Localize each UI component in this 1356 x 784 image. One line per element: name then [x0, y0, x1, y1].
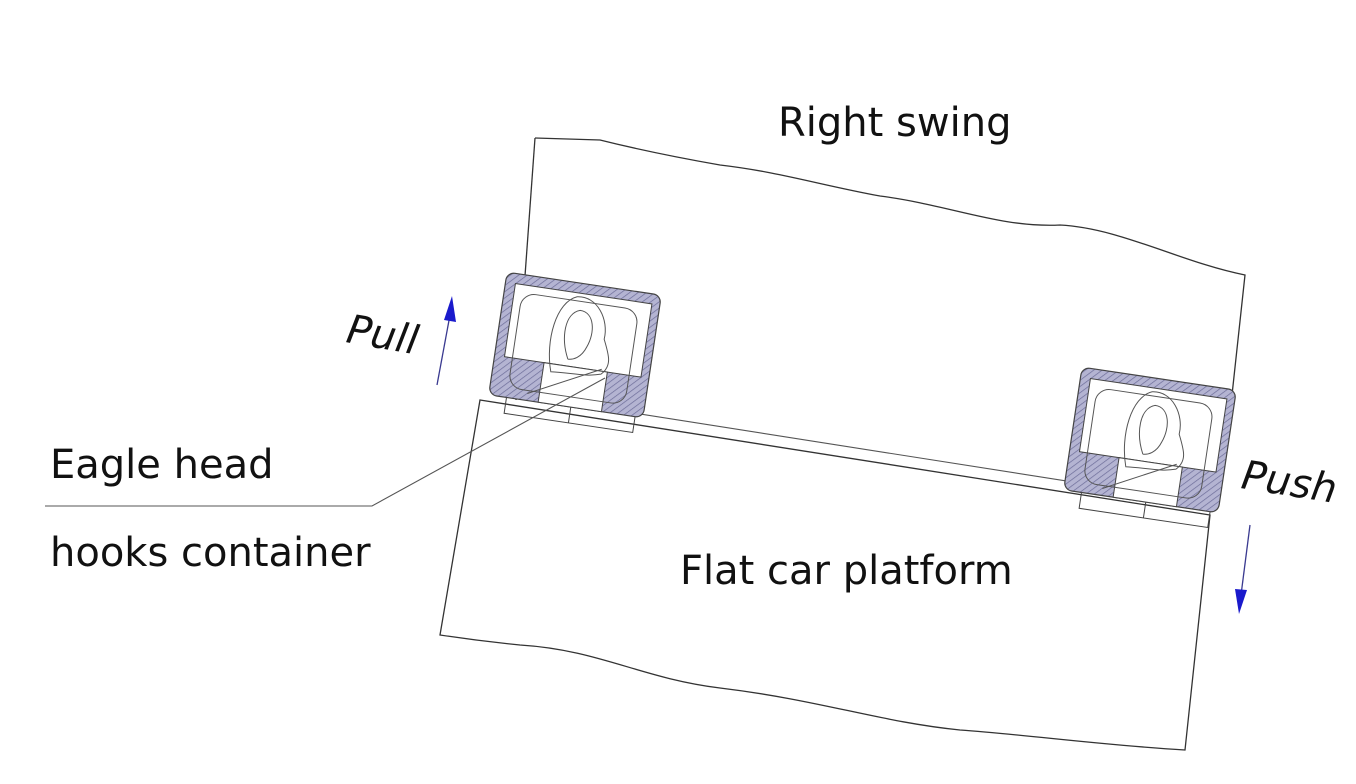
label-pull: Pull: [343, 307, 422, 365]
right-eagle-head-hook: [1060, 366, 1237, 530]
leader-line: [45, 377, 606, 507]
label-eagle-head: Eagle head: [50, 442, 273, 488]
label-flat-car-platform: Flat car platform: [680, 548, 1013, 594]
left-eagle-head-hook: [485, 271, 662, 435]
pull-arrow-icon: [436, 296, 456, 386]
label-push: Push: [1238, 452, 1340, 512]
label-right-swing: Right swing: [778, 100, 1011, 146]
label-hooks-container: hooks container: [50, 530, 371, 576]
push-arrow-icon: [1235, 524, 1251, 614]
